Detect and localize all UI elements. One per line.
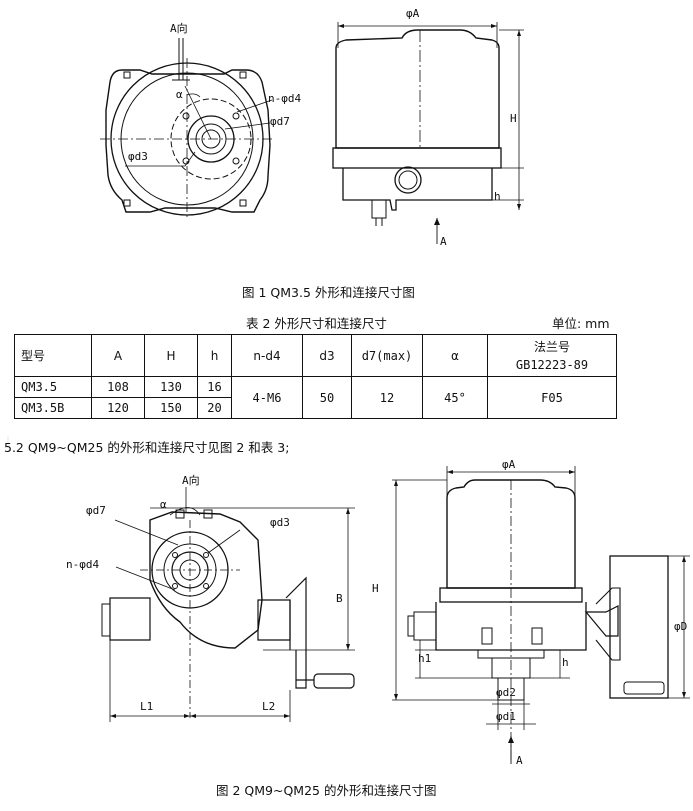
row1-model: QM3.5 [14,376,92,398]
table-header-row: 型号 A H h n-d4 d3 d7(max) α 法兰号 GB12223-8… [14,334,617,377]
fig1-nd4-label: n-φd4 [268,92,302,105]
fig2-L1-label: L1 [140,700,154,713]
header-flange: 法兰号 GB12223-89 [487,334,617,377]
fig2-H-label: H [372,582,379,595]
fig2-h-label: h [562,656,569,669]
row1-h: 16 [197,376,232,398]
fig2-d7-label: φd7 [86,504,106,517]
fig2-nd4-label: n-φd4 [66,558,100,571]
table-title: 表 2 外形尺寸和连接尺寸 [246,316,387,331]
fig1-d3-label: φd3 [128,150,148,163]
fig1-h-label: h [494,190,501,203]
header-flange-label: 法兰号 [533,339,570,354]
header-flange-std: GB12223-89 [515,357,589,372]
fig2-h1-label: h1 [418,652,432,665]
fig2-A-arrow-label: A [516,754,523,767]
row1-A: 108 [91,376,145,398]
fig2-view-label: A向 [182,474,200,487]
fig1-d7-label: φd7 [270,115,290,128]
row2-h: 20 [197,397,232,419]
row2-model: QM3.5B [14,397,92,419]
fig2-d2-label: φd2 [496,686,516,699]
fig2-side-view [392,466,690,764]
header-h: h [197,334,232,377]
header-alpha: α [422,334,488,377]
header-A: A [91,334,145,377]
fig1-top-view [100,38,275,220]
spec-table: 型号 A H h n-d4 d3 d7(max) α 法兰号 GB12223-8… [14,334,617,419]
fig1-caption: 图 1 QM3.5 外形和连接尺寸图 [242,285,415,300]
fig2-L2-label: L2 [262,700,276,713]
header-d3: d3 [302,334,352,377]
fig1-H-label: H [510,112,517,125]
fig2-caption: 图 2 QM9~QM25 的外形和连接尺寸图 [216,783,437,798]
fig2-B-label: B [336,592,343,605]
fig1-view-label: A向 [170,22,188,35]
fig2-d3-label: φd3 [270,516,290,529]
shared-d3: 50 [302,376,352,419]
row2-A: 120 [91,397,145,419]
shared-alpha: 45° [422,376,488,419]
fig2-alpha-label: α [160,498,167,511]
header-H: H [144,334,198,377]
row1-H: 130 [144,376,198,398]
fig1-A-arrow-label: A [440,235,447,248]
table-row: QM3.5B 120 150 20 [14,397,617,419]
table-unit: 单位: mm [552,316,610,331]
table-row: QM3.5 108 130 16 4-M6 50 12 45° F05 [14,376,617,419]
fig1-alpha-label: α [176,88,183,101]
shared-nd4: 4-M6 [231,376,303,419]
header-d7: d7(max) [351,334,423,377]
shared-d7: 12 [351,376,423,419]
header-nd4: n-d4 [231,334,303,377]
fig2-D-label: φD [674,620,688,633]
fig1-side-view [332,22,524,244]
fig2-phiA-label: φA [502,458,516,471]
header-model: 型号 [14,334,92,377]
fig2-d1-label: φd1 [496,710,516,723]
fig2-front-view [101,487,355,722]
row2-H: 150 [144,397,198,419]
fig1-phiA-label: φA [406,7,420,20]
shared-flange: F05 [487,376,617,419]
section-note: 5.2 QM9~QM25 的外形和连接尺寸见图 2 和表 3; [4,440,290,455]
